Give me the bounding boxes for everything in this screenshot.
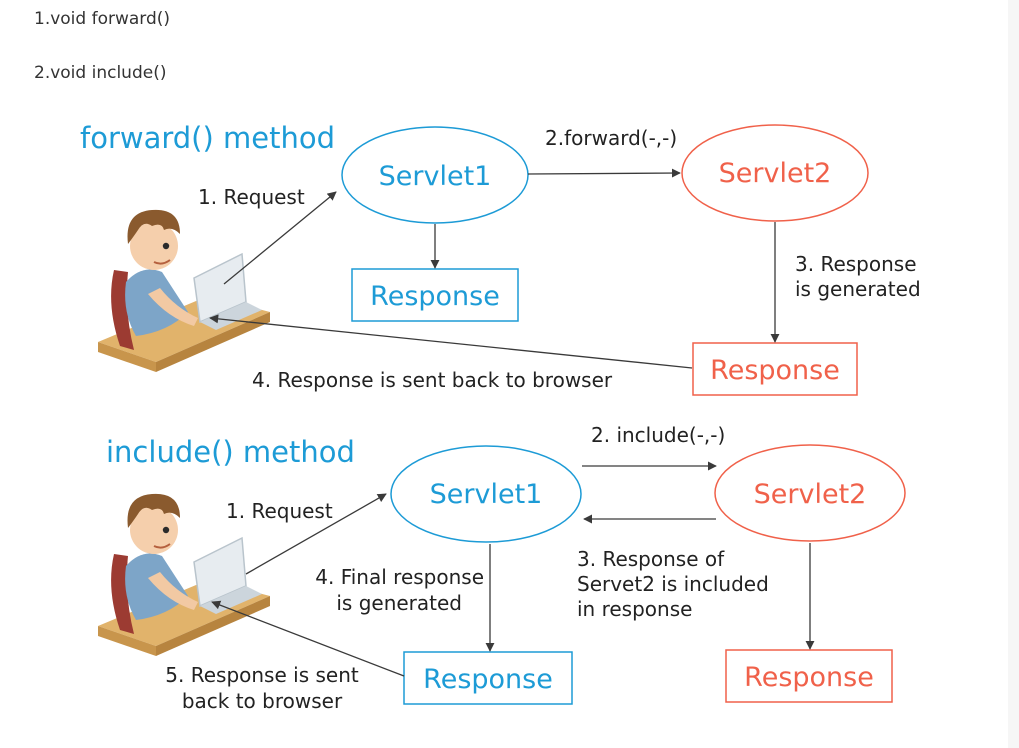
include-sent-back-arrow [211, 600, 405, 677]
include-response2-label: Response [744, 662, 874, 693]
include-request-label: 1. Request [226, 499, 333, 523]
include-sent-back-label-line1: 5. Response is sent [165, 663, 359, 687]
forward-sent-back-arrow [209, 314, 693, 369]
forward-user-icon [97, 208, 271, 373]
page-scrollbar-track[interactable] [1008, 0, 1019, 748]
include-servlet2-label: Servlet2 [754, 479, 867, 510]
include-servlet2-node [714, 444, 906, 542]
include-servlet1-node [390, 445, 582, 543]
forward-sent-back-label: 4. Response is sent back to browser [252, 368, 613, 392]
include-servlet1-label: Servlet1 [430, 479, 543, 510]
forward-servlet2-label: Servlet2 [719, 158, 832, 189]
include-final-label-line2: is generated [336, 591, 462, 615]
forward-servlet1-node [341, 126, 529, 224]
include-request-arrow [245, 493, 387, 575]
include-included-label-line1: 3. Response of [577, 547, 725, 571]
forward-response1-box [351, 268, 519, 322]
forward-response1-label: Response [370, 281, 500, 312]
include-response1-box [403, 651, 573, 705]
forward-response2-box [692, 342, 858, 396]
include-method-title: include() method [106, 435, 355, 469]
include-response1-label: Response [423, 664, 553, 695]
include-final-label-line1: 4. Final response [315, 565, 484, 589]
forward-call-label: 2.forward(-,-) [545, 126, 677, 150]
include-included-label-line2: Servet2 is included [577, 572, 769, 596]
include-call-label: 2. include(-,-) [591, 423, 725, 447]
forward-call-arrow [527, 168, 681, 178]
list-item-forward: 1.void forward() [34, 9, 171, 29]
include-response2-box [725, 649, 893, 703]
forward-method-title: forward() method [80, 121, 335, 155]
list-item-include: 2.void include() [34, 63, 167, 83]
include-included-label-line3: in response [577, 597, 692, 621]
forward-request-arrow [223, 191, 337, 285]
forward-servlet2-node [681, 124, 869, 222]
forward-response2-label: Response [710, 355, 840, 386]
forward-generated-label-line2: is generated [795, 277, 921, 301]
forward-generated-label-line1: 3. Response [795, 252, 917, 276]
forward-request-label: 1. Request [198, 185, 305, 209]
include-sent-back-label-line2: back to browser [182, 689, 343, 713]
forward-servlet1-label: Servlet1 [379, 161, 492, 192]
